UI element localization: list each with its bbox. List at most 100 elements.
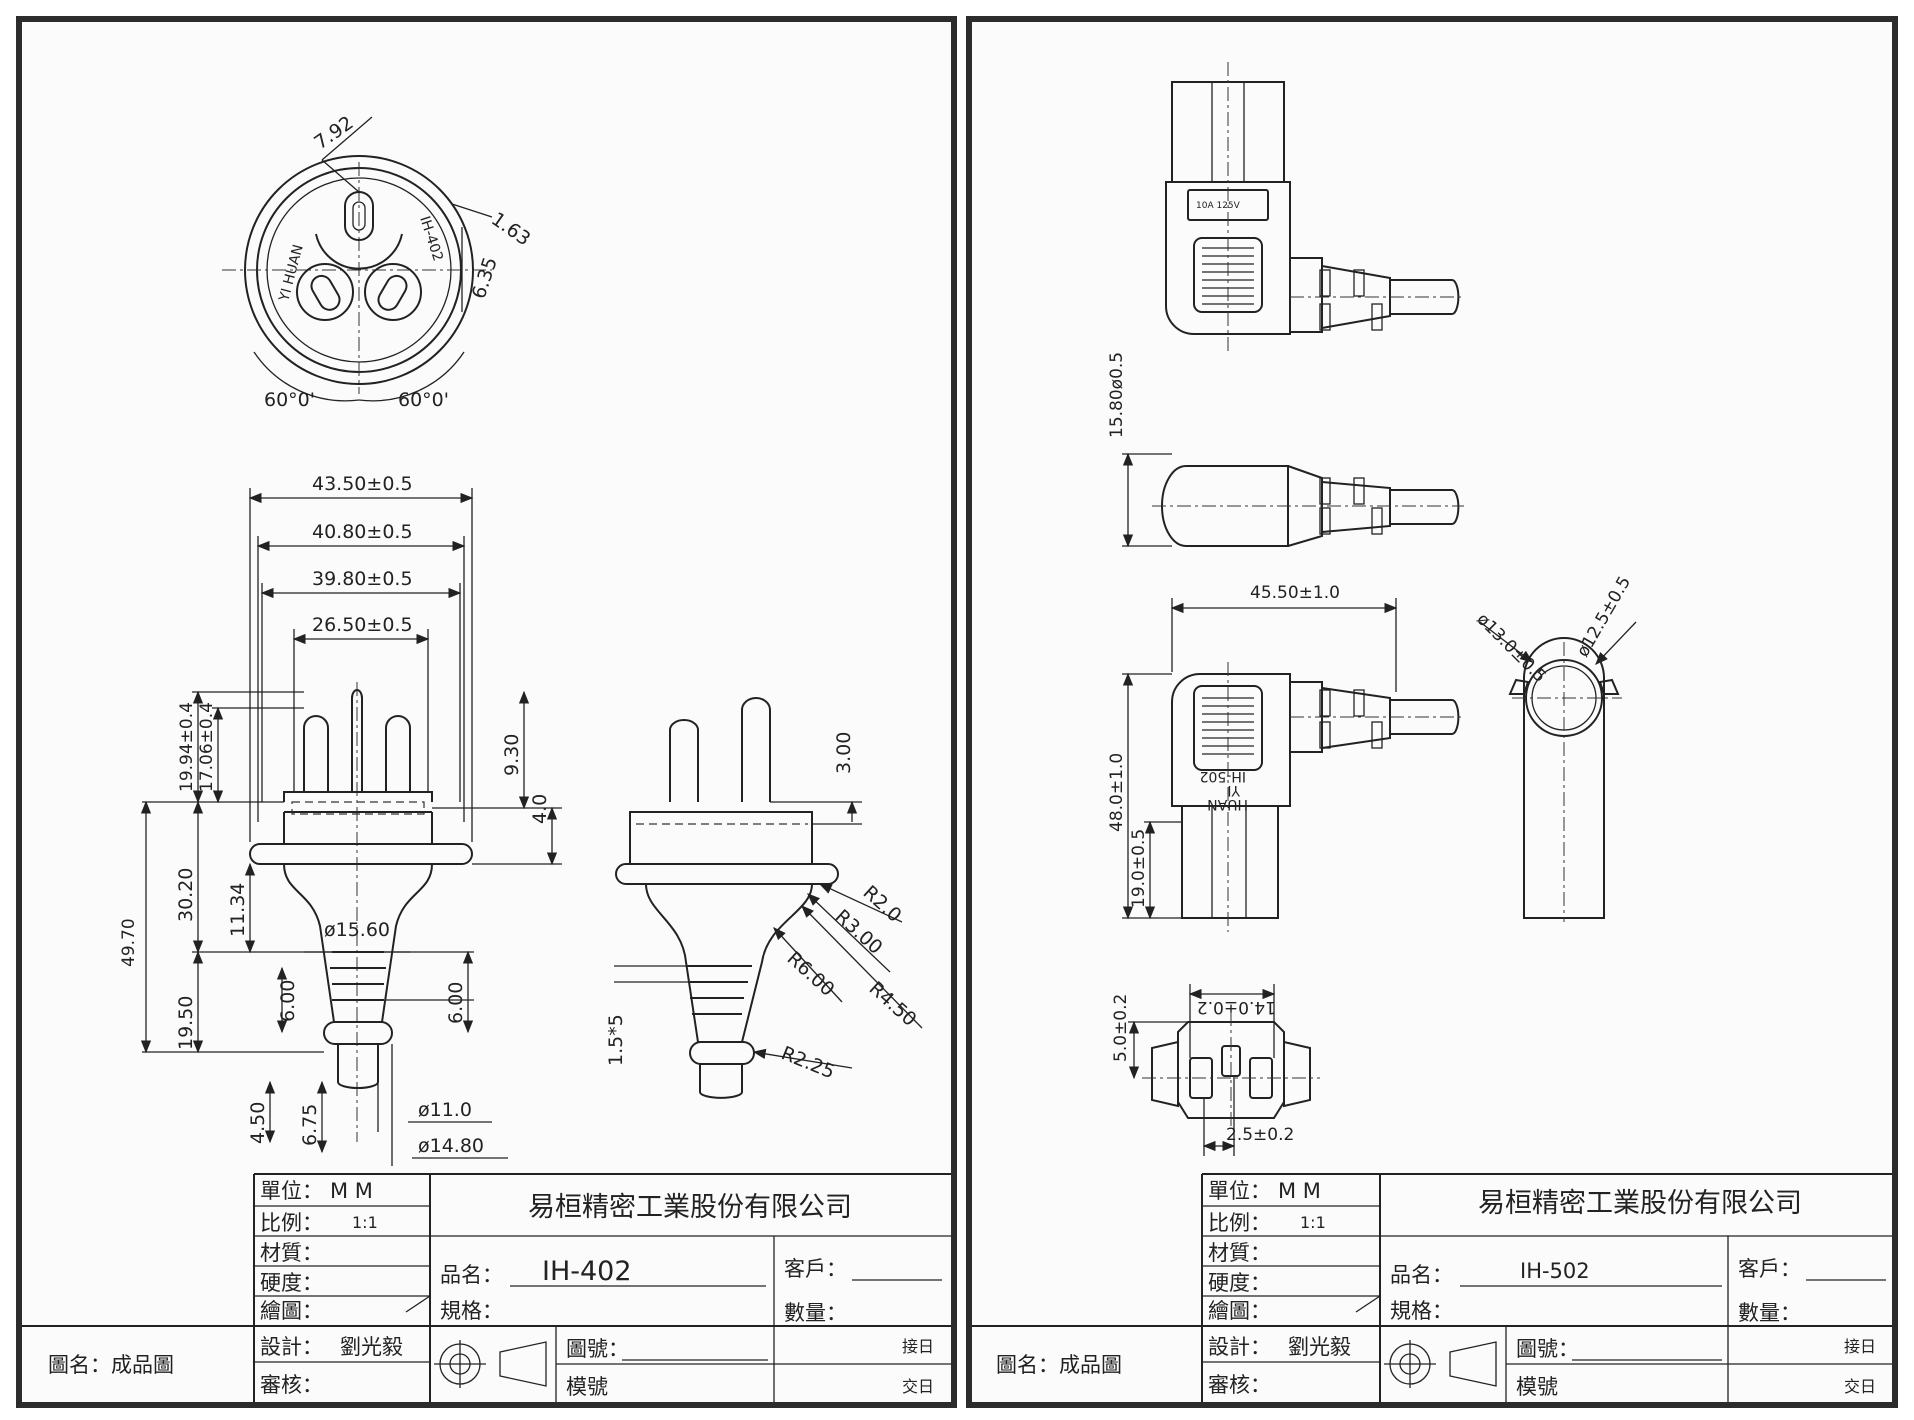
dim-width-39-8: 39.80±0.5 — [312, 568, 413, 590]
dim-width-26-5: 26.50±0.5 — [312, 614, 413, 636]
scale-label: 比例： — [260, 1211, 323, 1235]
dim-h-17-06: 17.06±0.4 — [197, 702, 217, 792]
company-name: 易桓精密工業股份有限公司 — [1478, 1188, 1802, 1219]
customer-label: 客戶： — [784, 1257, 847, 1281]
dim-r6-00: R6.00 — [783, 947, 839, 1000]
dim-face-7-92: 7.92 — [310, 112, 357, 154]
dim-1-5x5: 1.5*5 — [605, 1014, 627, 1066]
deliver-label: 交日 — [1844, 1377, 1876, 1396]
body-text-model: IH-502 — [1200, 768, 1246, 784]
face-text-model: IH-402 — [416, 214, 446, 263]
designer-name: 劉光毅 — [340, 1335, 403, 1359]
dim-r2-25: R2.25 — [778, 1042, 838, 1083]
spec-label: 規格： — [440, 1299, 503, 1323]
connector-end-view: ø13.0±0.5 ø12.5±0.5 — [1472, 573, 1637, 922]
dim-dia-14-80: ø14.80 — [418, 1135, 484, 1157]
dim-14-0: 14.0±0.2 — [1197, 997, 1276, 1017]
dim-width-40-8: 40.80±0.5 — [312, 521, 413, 543]
drawn-label: 繪圖： — [1208, 1299, 1271, 1323]
product-name-label: 品名： — [440, 1263, 503, 1287]
drawing-no-label: 圖號： — [1516, 1337, 1579, 1361]
dim-h-19-94: 19.94±0.4 — [177, 702, 197, 792]
dim-5-0: 5.0±0.2 — [1111, 994, 1131, 1062]
scale-value: 1:1 — [352, 1213, 378, 1232]
designer-name: 劉光毅 — [1288, 1335, 1351, 1359]
product-name: IH-402 — [542, 1256, 632, 1287]
dim-r4-50: R4.50 — [865, 977, 921, 1030]
plug-face-view: YI HUAN IH-402 7.92 1.63 6.35 60°0' 60°0… — [222, 112, 534, 411]
quantity-label: 數量： — [784, 1301, 847, 1325]
dim-h-11-34: 11.34 — [227, 883, 249, 937]
review-label: 審核： — [1208, 1373, 1271, 1397]
body-text-yi: YI — [1227, 782, 1241, 798]
material-label: 材質： — [1208, 1241, 1271, 1265]
scale-label: 比例： — [1208, 1211, 1271, 1235]
drawing-title: 圖名：成品圖 — [996, 1353, 1122, 1377]
receive-label: 接日 — [902, 1337, 934, 1356]
plug-side-view: 43.50±0.5 40.80±0.5 39.80±0.5 26.50±0.5 — [119, 473, 562, 1166]
dim-angle-left: 60°0' — [264, 389, 315, 411]
design-label: 設計： — [260, 1335, 323, 1359]
connector-side-view: 15.80ø0.5 — [1107, 352, 1464, 548]
connector-top-view: 10A 125V — [1165, 62, 1464, 352]
dim-45-50: 45.50±1.0 — [1250, 583, 1340, 603]
dim-h-6-00-left: 6.00 — [277, 980, 299, 1022]
title-block: 單位： M M 比例： 1:1 材質： 硬度： 繪圖： 設計： 劉光毅 審核： … — [972, 1173, 1892, 1402]
drawn-label: 繪圖： — [260, 1299, 323, 1323]
unit-value: M M — [1278, 1179, 1321, 1203]
spec-label: 規格： — [1390, 1299, 1453, 1323]
ih402-drawing: YI HUAN IH-402 7.92 1.63 6.35 60°0' 60°0… — [22, 112, 951, 1402]
connector-front-view: 45.50±1.0 YI IH-502 HUAN 48.0±1.0 19.0±0… — [1107, 583, 1464, 932]
mold-no-label: 模號 — [1516, 1375, 1558, 1399]
scale-value: 1:1 — [1300, 1213, 1326, 1232]
dim-h-49-70: 49.70 — [119, 918, 139, 967]
rating-label: 10A 125V — [1196, 201, 1241, 211]
projection-symbol — [434, 1340, 547, 1388]
dim-width-43-5: 43.50±0.5 — [312, 473, 413, 495]
product-name-label: 品名： — [1390, 1263, 1453, 1287]
drawing-sheet-ih502: 10A 125V 15.80ø0.5 — [966, 16, 1898, 1408]
dim-dia-12-5: ø12.5±0.5 — [1573, 573, 1635, 661]
ih502-drawing: 10A 125V 15.80ø0.5 — [972, 62, 1892, 1402]
connector-socket-face: 14.0±0.2 5.0±0.2 2.5±0.2 — [1111, 984, 1320, 1156]
material-label: 材質： — [260, 1241, 323, 1265]
dim-15-80: 15.80ø0.5 — [1107, 352, 1127, 438]
customer-label: 客戶： — [1738, 1257, 1801, 1281]
title-block: 單位： M M 比例： 1:1 材質： 硬度： 繪圖： 設計： 劉光毅 審核： … — [22, 1173, 951, 1402]
dim-h-6-00-right: 6.00 — [445, 982, 467, 1024]
dim-h-9-30: 9.30 — [501, 734, 523, 776]
plug-profile-view: 3.00 1.5*5 R2.0 R3.00 R4.50 R6.00 R2.25 — [605, 697, 923, 1099]
dim-dia-15-60: ø15.60 — [324, 919, 390, 941]
dim-dia-11-0: ø11.0 — [418, 1099, 472, 1121]
dim-h-4-0: 4.0 — [529, 794, 551, 824]
quantity-label: 數量： — [1738, 1301, 1801, 1325]
drawing-title: 圖名：成品圖 — [48, 1353, 174, 1377]
hardness-label: 硬度： — [260, 1271, 323, 1295]
design-label: 設計： — [1208, 1335, 1271, 1359]
hardness-label: 硬度： — [1208, 1271, 1271, 1295]
projection-symbol — [1384, 1340, 1497, 1388]
dim-2-5: 2.5±0.2 — [1226, 1125, 1294, 1145]
unit-value: M M — [330, 1179, 373, 1203]
drawing-sheet-ih402: YI HUAN IH-402 7.92 1.63 6.35 60°0' 60°0… — [16, 16, 957, 1408]
face-text-yihuan: YI HUAN — [276, 243, 307, 304]
company-name: 易桓精密工業股份有限公司 — [528, 1192, 852, 1223]
dim-h-4-50: 4.50 — [247, 1102, 269, 1144]
dim-48-0: 48.0±1.0 — [1107, 753, 1127, 832]
dim-3-00: 3.00 — [833, 732, 855, 774]
dim-h-6-75: 6.75 — [299, 1104, 321, 1146]
product-name: IH-502 — [1520, 1259, 1590, 1283]
dim-h-19-50: 19.50 — [175, 996, 197, 1050]
review-label: 審核： — [260, 1373, 323, 1397]
drawing-no-label: 圖號： — [566, 1337, 629, 1361]
body-text-huan: HUAN — [1207, 796, 1248, 812]
unit-label: 單位： — [260, 1179, 323, 1203]
receive-label: 接日 — [1844, 1337, 1876, 1356]
dim-h-30-20: 30.20 — [175, 868, 197, 922]
deliver-label: 交日 — [902, 1377, 934, 1396]
dim-19-0: 19.0±0.5 — [1129, 829, 1149, 908]
mold-no-label: 模號 — [566, 1375, 608, 1399]
dim-face-1-63: 1.63 — [487, 208, 534, 250]
unit-label: 單位： — [1208, 1179, 1271, 1203]
dim-angle-right: 60°0' — [398, 389, 449, 411]
